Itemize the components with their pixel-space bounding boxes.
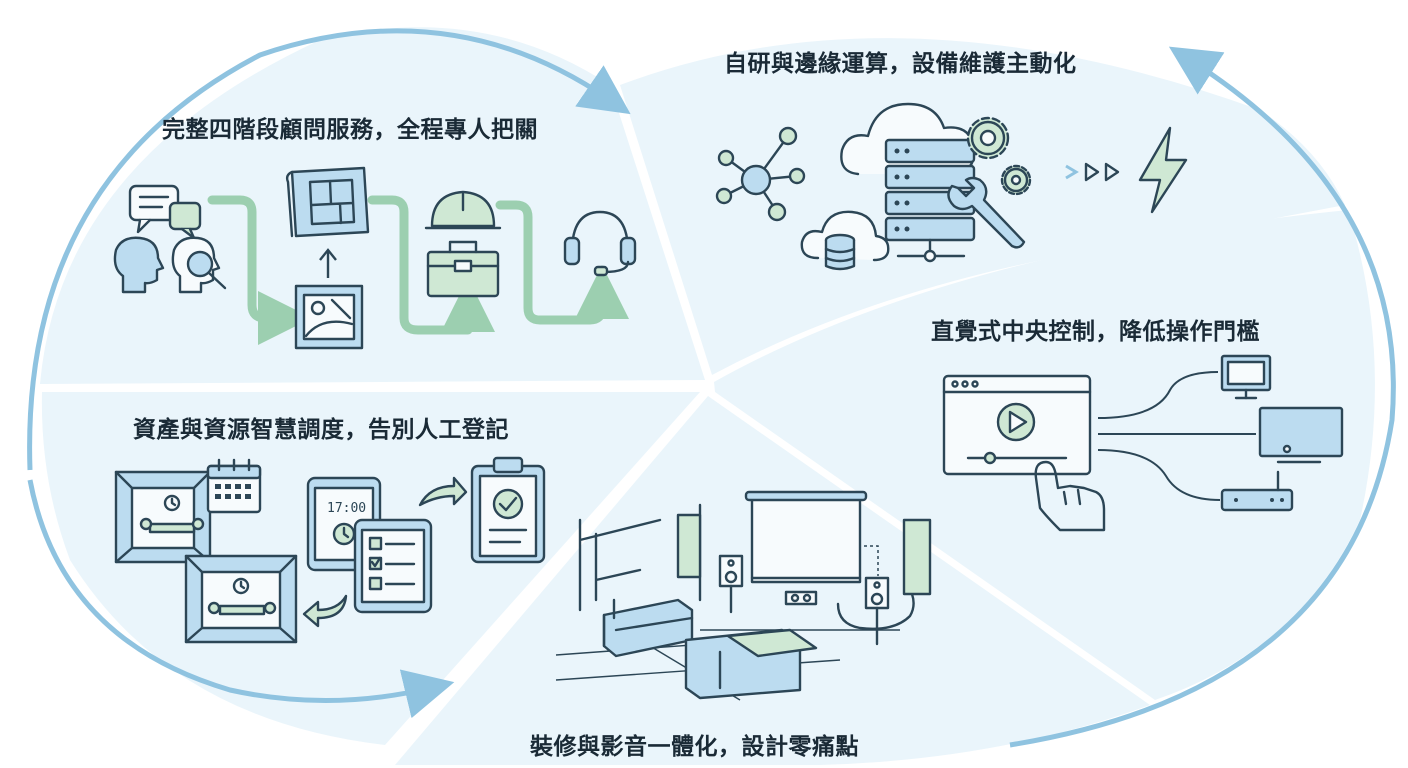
monitor-icon — [1220, 354, 1272, 400]
router-icon — [1220, 470, 1294, 512]
photo-frame-icon — [294, 284, 364, 350]
asset-flow-arrows — [302, 476, 468, 628]
tv-icon — [1258, 406, 1344, 464]
database-cloud-icon — [800, 210, 890, 271]
consulting-title: 完整四階段顧問服務，全程專人把關 — [162, 117, 538, 143]
network-nodes-icon — [715, 126, 806, 222]
speech-bubbles-icon — [128, 184, 202, 240]
cycle-arrow-top-left — [27, 28, 631, 471]
projector-screen-icon — [744, 490, 868, 584]
asset-scheduling-title: 資產與資源智慧調度，告別人工登記 — [133, 417, 509, 443]
control-connectors — [1097, 371, 1256, 501]
toolbox-icon — [426, 240, 500, 298]
arrows-icon — [1065, 162, 1120, 182]
hand-pointer-icon — [1034, 460, 1106, 532]
consulting-flow-connectors — [207, 195, 629, 345]
clipboard-check-icon — [470, 456, 546, 564]
av-integration-title: 裝修與影音一體化，設計零痛點 — [530, 734, 859, 760]
meeting-room-icon-2 — [184, 554, 298, 644]
player-window-icon — [942, 374, 1092, 476]
gear-icon — [966, 116, 1032, 196]
speaker-icon — [718, 518, 932, 646]
segment-consulting-panel — [40, 27, 705, 384]
blueprint-icon — [285, 166, 370, 238]
wrench-icon — [947, 176, 1026, 249]
person-head-icon — [113, 236, 165, 294]
hard-hat-icon — [424, 190, 502, 230]
edge-computing-title: 自研與邊緣運算，設備維護主動化 — [724, 51, 1077, 77]
meeting-room-icon — [114, 470, 212, 564]
magnifier-head-icon — [171, 236, 227, 294]
cycle-arrow-right — [1009, 46, 1396, 748]
headset-icon — [563, 210, 637, 277]
tablet-time-text: 17:00 — [327, 501, 366, 516]
lightning-icon — [1138, 126, 1188, 214]
living-room-icon — [555, 503, 900, 701]
cycle-arrow-bottom-left — [27, 479, 455, 719]
central-control-title: 直覺式中央控制，降低操作門檻 — [931, 319, 1260, 345]
checklist-tablet-icon — [353, 518, 433, 614]
calendar-icon — [206, 458, 262, 514]
